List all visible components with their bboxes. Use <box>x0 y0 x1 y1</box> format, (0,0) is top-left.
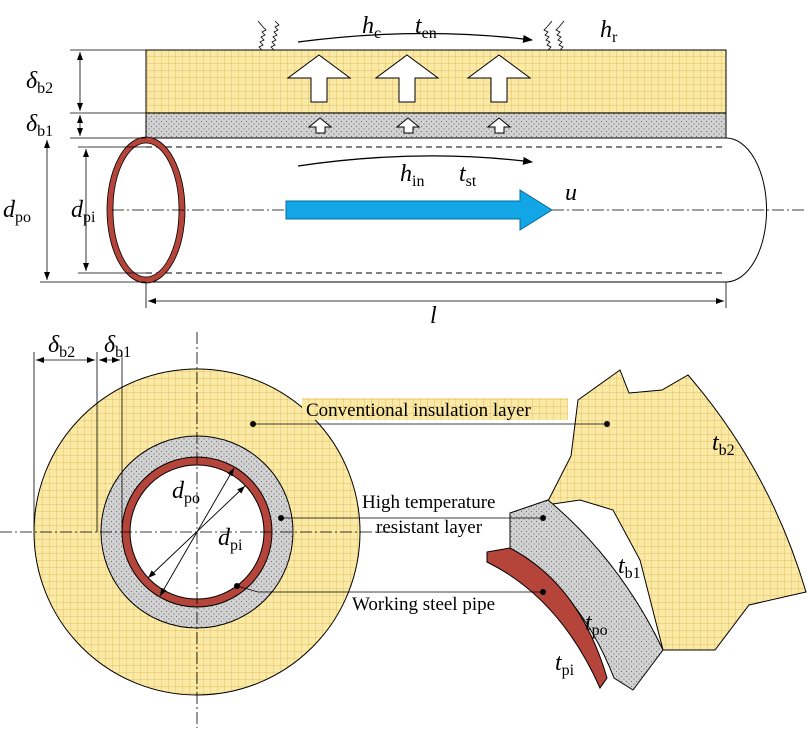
callout-resistant-layer: resistant layer <box>376 517 483 538</box>
pipe-side-view: hc ten hr hin tst u l δb2 δb1 dpo dpi <box>3 13 806 329</box>
label-delta-b1-cross-symbol: δ <box>104 332 116 358</box>
label-h-c: hc <box>362 13 381 42</box>
label-d-pi-sub: pi <box>83 209 96 226</box>
label-d-po-sub: po <box>15 209 31 226</box>
label-t-pi-symbol: t <box>555 650 563 676</box>
leader-steel <box>236 585 543 593</box>
label-t-pi: tpi <box>555 650 575 679</box>
label-h-in-symbol: h <box>400 161 412 187</box>
label-t-po: tpo <box>585 610 608 639</box>
label-t-st-symbol: t <box>459 161 467 187</box>
label-h-r: hr <box>600 17 618 46</box>
label-delta-b2-cross-sub: b2 <box>59 344 75 361</box>
segment-steel-pipe <box>486 547 608 690</box>
label-d-pi-cross: dpi <box>218 525 243 554</box>
leader-dot <box>540 515 546 521</box>
heat-flow-arrow-large <box>466 54 532 103</box>
heat-flow-arrow-large <box>286 54 352 103</box>
label-t-pi-sub: pi <box>562 662 575 679</box>
label-t-b2-sub: b2 <box>719 442 735 459</box>
heat-flow-arrow-small <box>307 117 333 134</box>
leader-dot <box>278 515 284 521</box>
label-d-pi-cross-symbol: d <box>218 525 231 551</box>
label-h-c-sub: c <box>374 25 381 42</box>
internal-convection-arrow <box>297 155 533 167</box>
label-u: u <box>565 180 577 206</box>
dim-line-d-pi-cross <box>147 485 246 579</box>
label-t-po-symbol: t <box>585 610 593 636</box>
label-t-en-symbol: t <box>415 13 423 39</box>
callout-bg <box>302 398 568 420</box>
callouts: Conventional insulation layer High tempe… <box>234 398 610 615</box>
label-delta-b1-symbol: δ <box>26 111 38 137</box>
label-delta-b2-sub: b2 <box>37 80 53 97</box>
external-convection-arrow <box>297 32 533 43</box>
radiation-wave-icon <box>555 20 565 51</box>
steam-flow-arrow <box>285 189 553 231</box>
leader-dot <box>604 421 610 427</box>
conventional-insulation-band <box>145 49 727 114</box>
label-t-en: ten <box>415 13 437 42</box>
label-delta-b1: δb1 <box>26 111 53 140</box>
heat-flow-arrow-small <box>395 117 421 134</box>
pipe-cross-section: δb2 δb1 dpo dpi <box>0 332 405 728</box>
radiation-wave-icon <box>257 20 267 51</box>
callout-high-temperature: High temperature <box>362 492 495 513</box>
leader-dot <box>540 589 546 595</box>
leader-dot <box>234 583 240 589</box>
label-h-r-symbol: h <box>600 17 612 43</box>
leader-dot <box>250 421 256 427</box>
label-d-pi: dpi <box>71 197 96 226</box>
label-d-po: dpo <box>3 197 31 226</box>
label-d-po-cross-sub: po <box>184 490 200 507</box>
callout-conventional-insulation: Conventional insulation layer <box>306 400 531 421</box>
label-d-po-cross-symbol: d <box>172 478 185 504</box>
label-d-po-symbol: d <box>3 197 16 223</box>
label-d-pi-symbol: d <box>71 197 84 223</box>
label-delta-b2-cross: δb2 <box>48 332 75 361</box>
label-delta-b2: δb2 <box>26 68 53 97</box>
label-d-po-cross: dpo <box>172 478 200 507</box>
radiation-wave-icon <box>270 20 280 51</box>
label-t-en-sub: en <box>422 25 437 42</box>
label-delta-b1-cross-sub: b1 <box>115 344 131 361</box>
label-t-b1-sub: b1 <box>625 565 641 582</box>
callout-working-steel-pipe: Working steel pipe <box>352 594 495 615</box>
label-t-b2-symbol: t <box>712 430 720 456</box>
label-delta-b2-cross-symbol: δ <box>48 332 60 358</box>
label-h-r-sub: r <box>612 29 618 46</box>
label-t-po-sub: po <box>592 622 608 639</box>
radiation-wave-icon <box>543 20 553 51</box>
resistant-layer-band <box>145 112 727 139</box>
label-h-c-symbol: h <box>362 13 374 39</box>
label-t-b1-symbol: t <box>618 553 626 579</box>
label-t-st-sub: st <box>466 173 477 190</box>
label-t-b2: tb2 <box>712 430 735 459</box>
label-t-st: tst <box>459 161 477 190</box>
segment-conventional-layer <box>545 369 807 651</box>
label-delta-b2-symbol: δ <box>26 68 38 94</box>
heat-flow-arrow-small <box>486 117 512 134</box>
label-d-pi-cross-sub: pi <box>230 537 243 554</box>
label-h-in-sub: in <box>412 173 424 190</box>
label-delta-b1-cross: δb1 <box>104 332 131 361</box>
heat-flow-arrow-large <box>374 54 440 103</box>
label-delta-b1-sub: b1 <box>37 123 53 140</box>
wall-segment-detail: tb2 tb1 tpo tpi <box>486 369 807 691</box>
label-t-b1: tb1 <box>618 553 641 582</box>
label-h-in: hin <box>400 161 424 190</box>
label-l: l <box>430 303 437 329</box>
